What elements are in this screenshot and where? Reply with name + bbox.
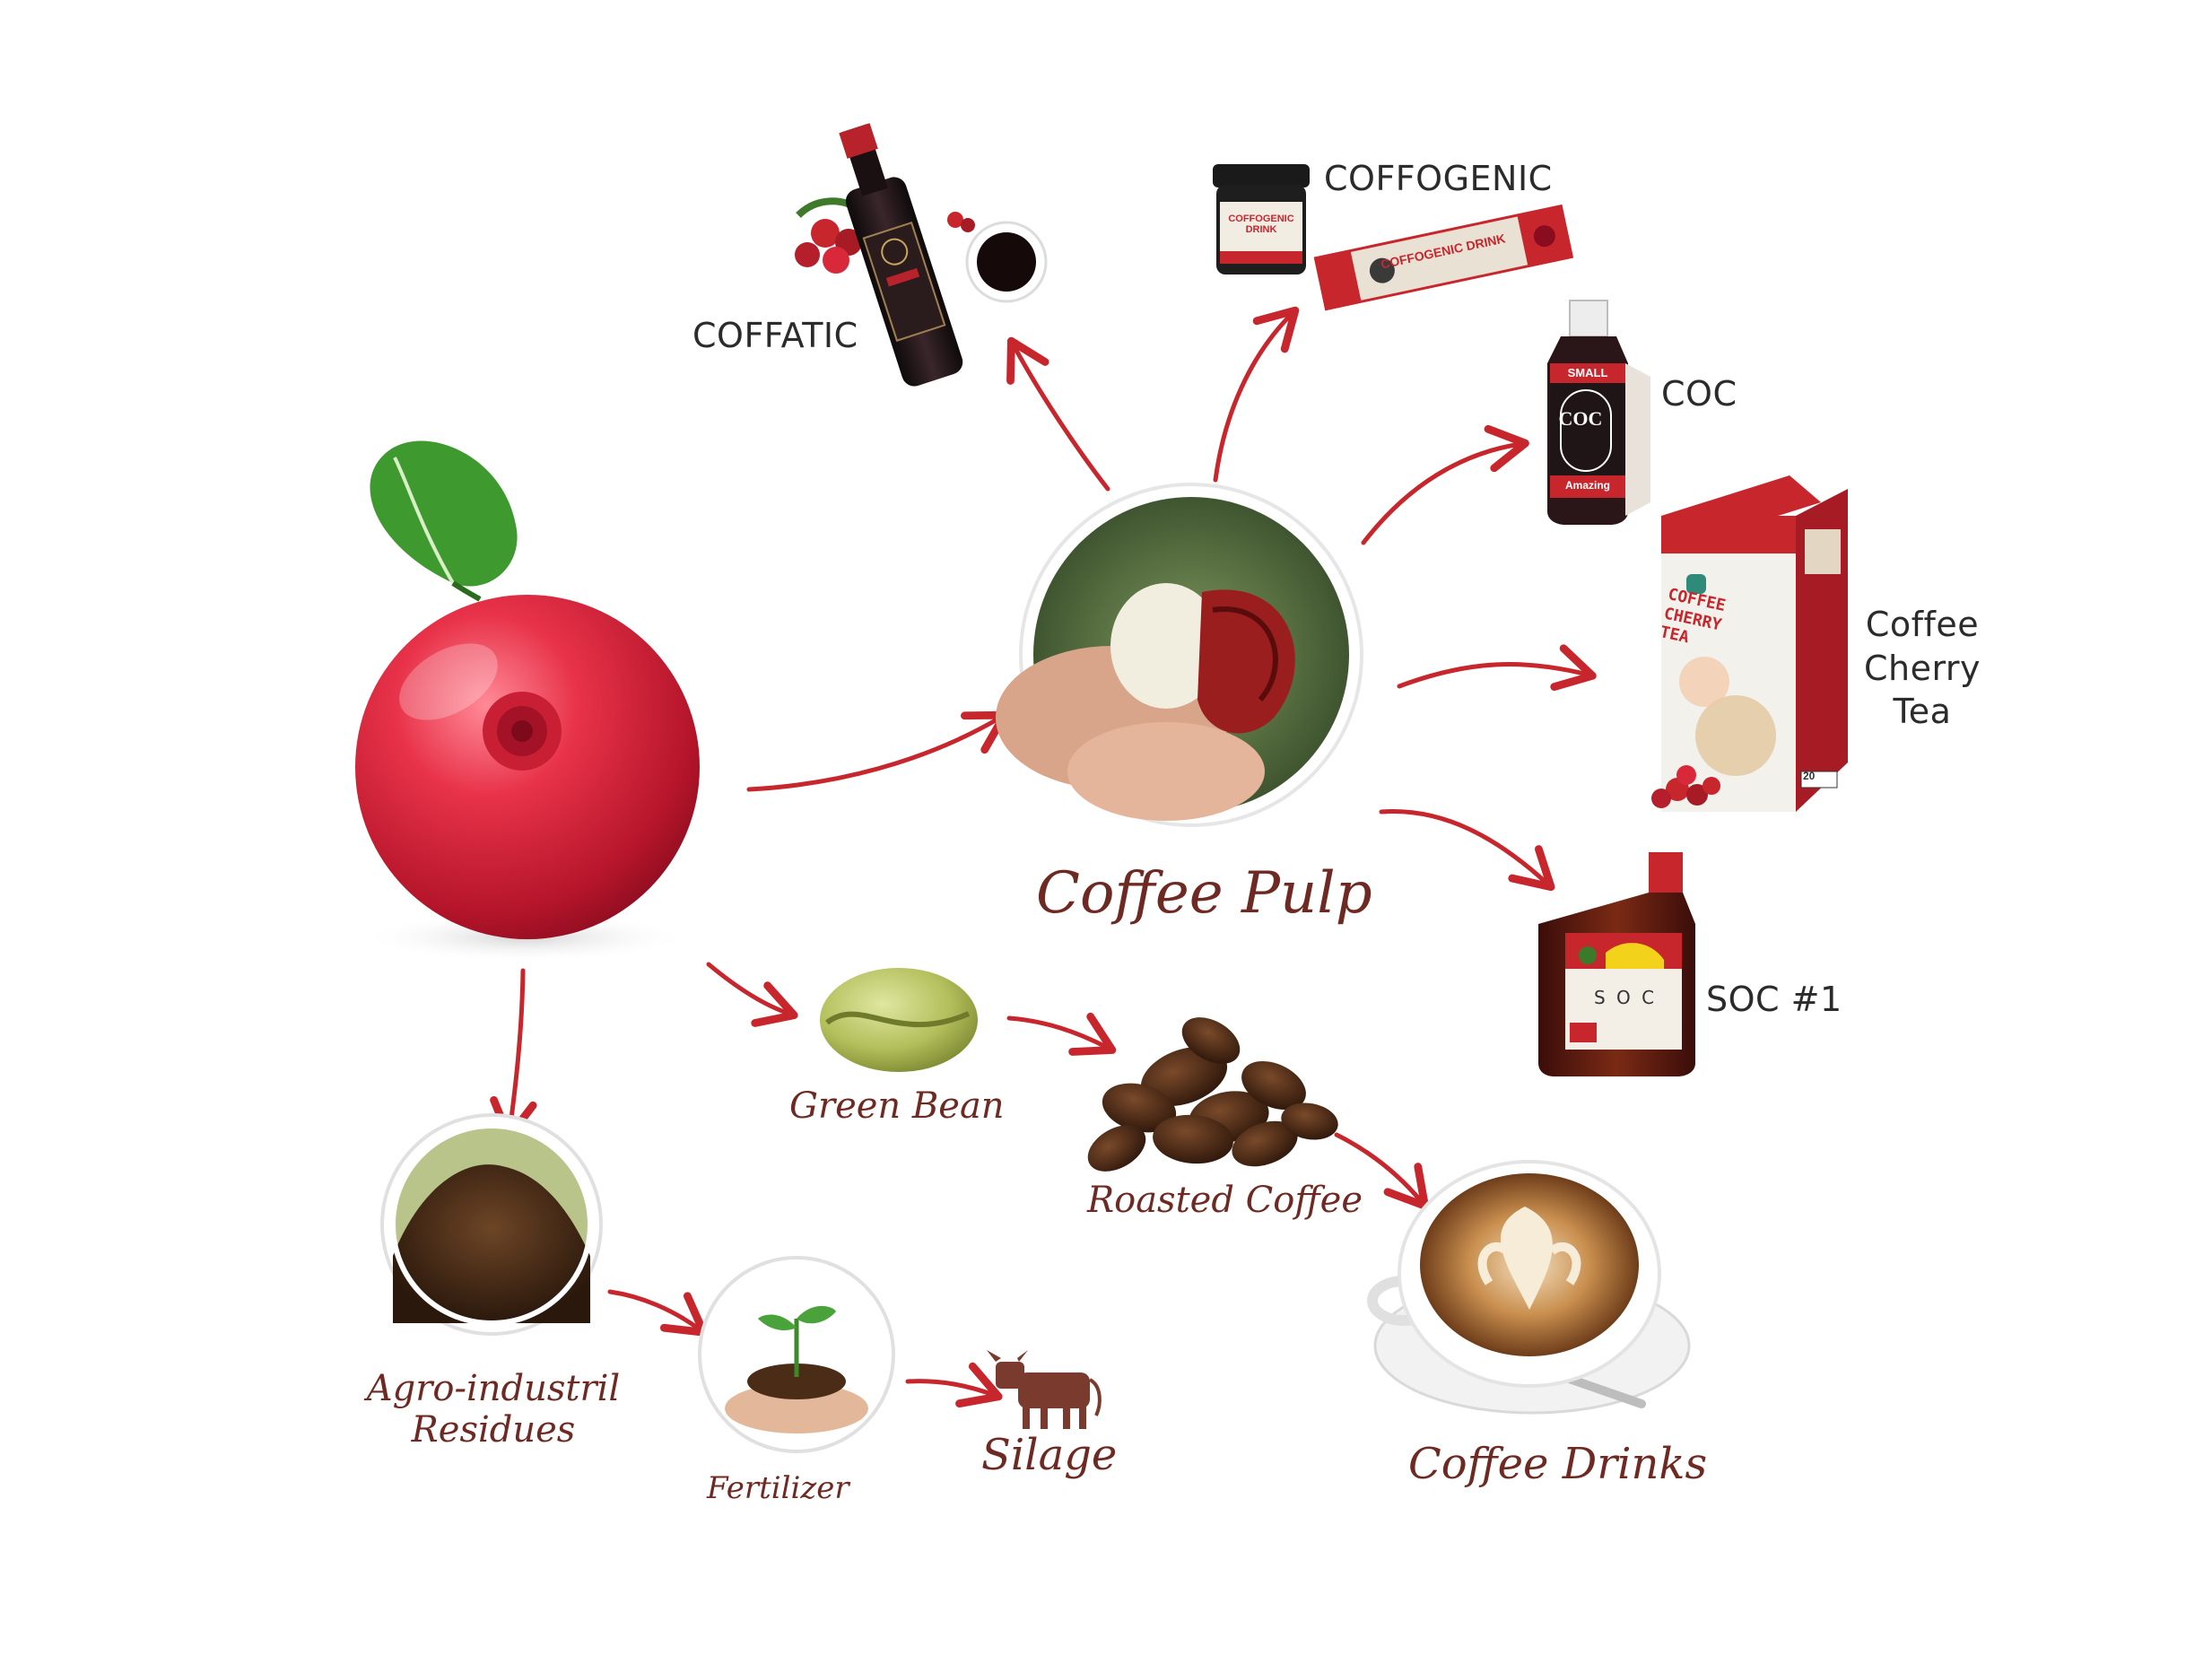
arrow-roasted-to-drinks [1334,1132,1429,1210]
cherry-tea-label: Coffee Cherry Tea [1863,605,1981,732]
arrow-cherry-to-green-bean [706,962,798,1027]
coffatic-product [795,123,1048,387]
roasted-coffee-label: Roasted Coffee [1087,1180,1363,1221]
coffatic-label: COFFATIC [692,316,858,355]
cherry-tea-product [1651,475,1848,812]
coffogenic-label: COFFOGENIC [1324,159,1553,198]
arrow-residues-to-fertilizer [607,1289,708,1337]
coffee-pulp-label: Coffee Pulp [1036,860,1372,927]
silage-label: Silage [981,1430,1118,1480]
arrow-pulp-to-coffatic [1006,336,1110,492]
cherry-tea-box-text: COFFEE CHERRY TEA [1658,585,1728,648]
fertilizer-photo [698,1256,895,1453]
coc-bottle-small: Amazing [1564,479,1610,492]
fertilizer-label: Fertilizer [707,1470,849,1506]
coffogenic-jar-text: COFFOGENIC DRINK [1228,213,1294,236]
coffee-cup-icon [1367,1160,1691,1415]
coffogenic-product [1213,164,1574,311]
soc-bottle-text: S O C [1593,987,1658,1008]
soc-label: SOC #1 [1706,980,1842,1019]
cherry-tea-badge: 20 [1803,770,1816,782]
coffee-bean-icon [820,968,978,1072]
coc-bottle-top: SMALL [1567,366,1608,379]
arrow-pulp-to-cherry-tea [1397,644,1597,691]
soc-product [1538,852,1695,1076]
seedling-icon [758,1305,836,1377]
arrow-fertilizer-to-silage [905,1362,1003,1408]
cow-icon [987,1350,1102,1429]
arrow-pulp-to-coffogenic [1213,306,1300,483]
green-bean-label: Green Bean [789,1085,1005,1127]
coc-label: COC [1661,374,1737,414]
arrow-green-bean-to-roasted [1006,1012,1117,1056]
coc-product [1547,300,1650,525]
leaf-icon [370,440,518,587]
residues-label: Agro-industril Residues [366,1368,621,1451]
coc-bottle-mid: COC [1558,407,1603,430]
coffee-drinks-label: Coffee Drinks [1408,1439,1708,1489]
residues-photo [380,1113,603,1336]
roasted-beans [1087,1017,1338,1172]
coffee-pulp-photo [996,483,1363,827]
arrow-pulp-to-coc [1361,424,1529,545]
arrow-cherry-to-residues [490,968,537,1141]
coffee-cherry [355,440,700,963]
arrow-pulp-to-soc [1379,809,1555,892]
arrow-cherry-to-pulp [746,710,1009,792]
